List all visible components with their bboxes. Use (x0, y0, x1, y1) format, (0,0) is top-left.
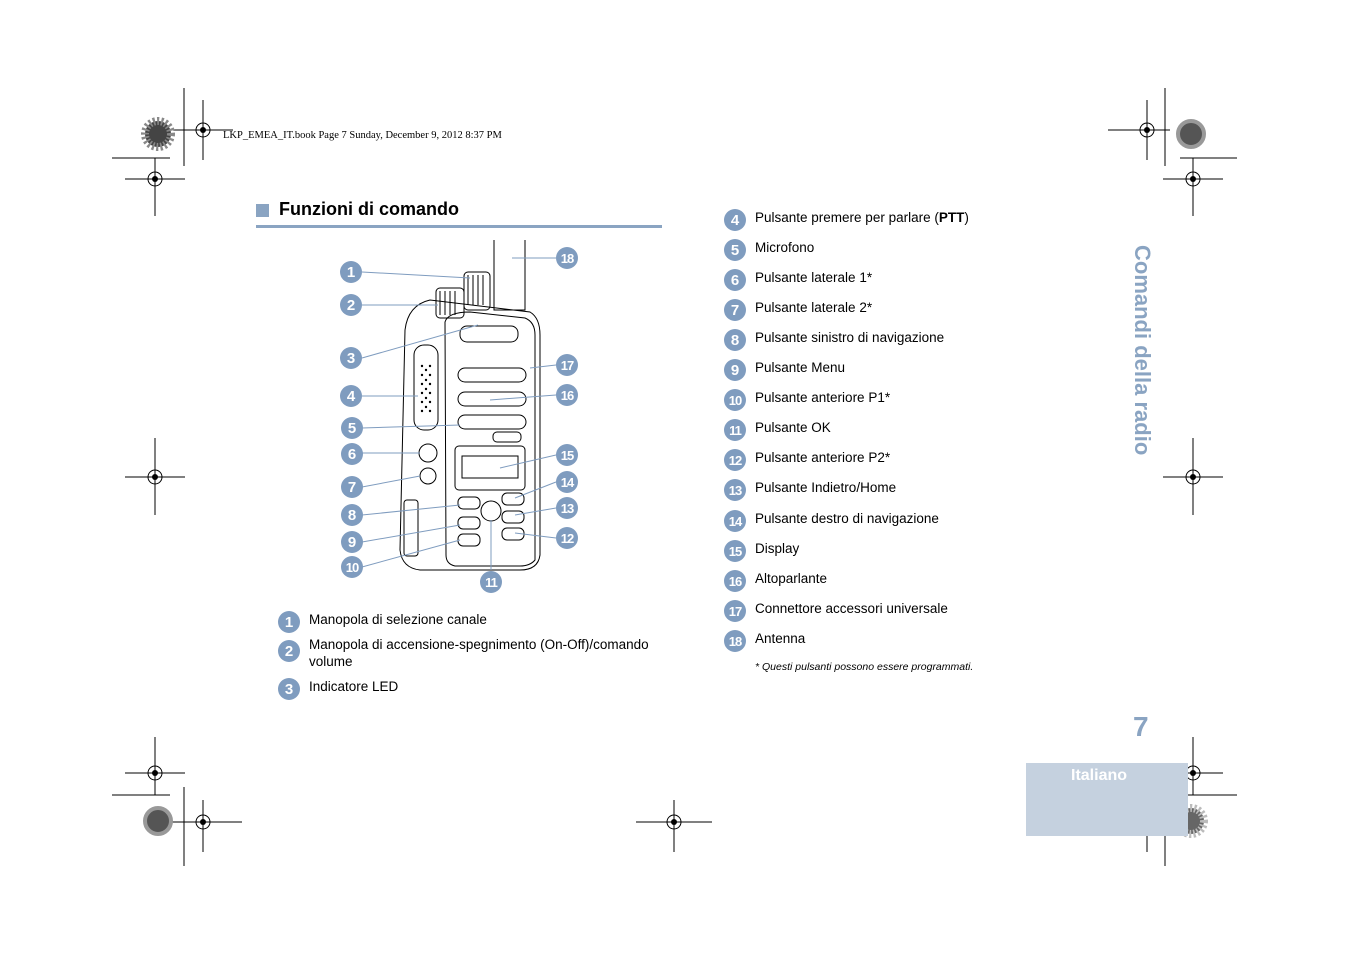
section-title: Funzioni di comando (279, 199, 459, 219)
item-label: Pulsante Indietro/Home (755, 480, 897, 495)
callout-badge: 5 (341, 417, 363, 439)
item-label: Pulsante laterale 1* (755, 270, 873, 285)
callout-badge: 3 (340, 347, 362, 369)
language-label: Italiano (1071, 767, 1128, 784)
callout-badge: 8 (341, 504, 363, 526)
callout-badge: 17 (556, 354, 578, 376)
callout-badge: 1 (340, 261, 362, 283)
callout-badge: 18 (556, 247, 578, 269)
item-label: Manopola di selezione canale (309, 612, 487, 627)
item-label: Pulsante Menu (755, 360, 846, 375)
item-label: Pulsante anteriore P2* (755, 450, 891, 465)
item-label: Display (755, 541, 800, 556)
item-number-badge: 17 (724, 600, 746, 622)
item-label: Indicatore LED (309, 679, 399, 694)
item-label: Pulsante anteriore P1* (755, 390, 891, 405)
chapter-side-title: Comandi della radio (1130, 245, 1155, 456)
item-number-badge: 5 (724, 239, 746, 261)
item-number-badge: 15 (724, 540, 746, 562)
item-number-badge: 13 (724, 479, 746, 501)
item-label: Pulsante laterale 2* (755, 300, 873, 315)
item-label: Pulsante destro di navigazione (755, 511, 939, 526)
callout-badge: 10 (341, 556, 363, 578)
callout-badge: 6 (341, 443, 363, 465)
item-number-badge: 6 (724, 269, 746, 291)
section-heading: Funzioni di comando (256, 198, 662, 228)
callout-badge: 2 (340, 294, 362, 316)
footnote: * Questi pulsanti possono essere program… (755, 661, 974, 673)
item-label: Antenna (755, 631, 806, 646)
item-number-badge: 9 (724, 359, 746, 381)
item-number-badge: 18 (724, 630, 746, 652)
item-number-badge: 11 (724, 419, 746, 441)
item-number-badge: 14 (724, 510, 746, 532)
item-label: Altoparlante (755, 571, 828, 586)
callout-badge: 11 (480, 571, 502, 593)
item-number-badge: 4 (724, 209, 746, 231)
callout-badge: 7 (341, 476, 363, 498)
callout-badge: 9 (341, 531, 363, 553)
callout-badge: 4 (340, 385, 362, 407)
item-number-badge: 12 (724, 449, 746, 471)
callout-badge: 13 (556, 497, 578, 519)
item-number-badge: 10 (724, 389, 746, 411)
item-number-badge: 7 (724, 299, 746, 321)
language-tab: Italiano (1026, 763, 1188, 836)
item-number-badge: 2 (278, 640, 300, 662)
item-label: Pulsante premere per parlare (PTT) (755, 210, 969, 225)
callout-badge: 12 (556, 527, 578, 549)
item-label: Pulsante OK (755, 420, 831, 435)
item-number-badge: 3 (278, 678, 300, 700)
square-bullet-icon (256, 204, 269, 217)
callout-badge: 14 (556, 471, 578, 493)
callout-badge: 16 (556, 384, 578, 406)
print-header: LKP_EMEA_IT.book Page 7 Sunday, December… (223, 130, 502, 141)
item-number-badge: 8 (724, 329, 746, 351)
item-label: Microfono (755, 240, 815, 255)
item-number-badge: 16 (724, 570, 746, 592)
item-label: Pulsante sinistro di navigazione (755, 330, 945, 345)
callout-badge: 15 (556, 444, 578, 466)
item-label: Manopola di accensione-spegnimento (On-O… (309, 637, 649, 669)
page-number: 7 (1133, 711, 1149, 742)
item-label: Connettore accessori universale (755, 601, 948, 616)
item-number-badge: 1 (278, 611, 300, 633)
